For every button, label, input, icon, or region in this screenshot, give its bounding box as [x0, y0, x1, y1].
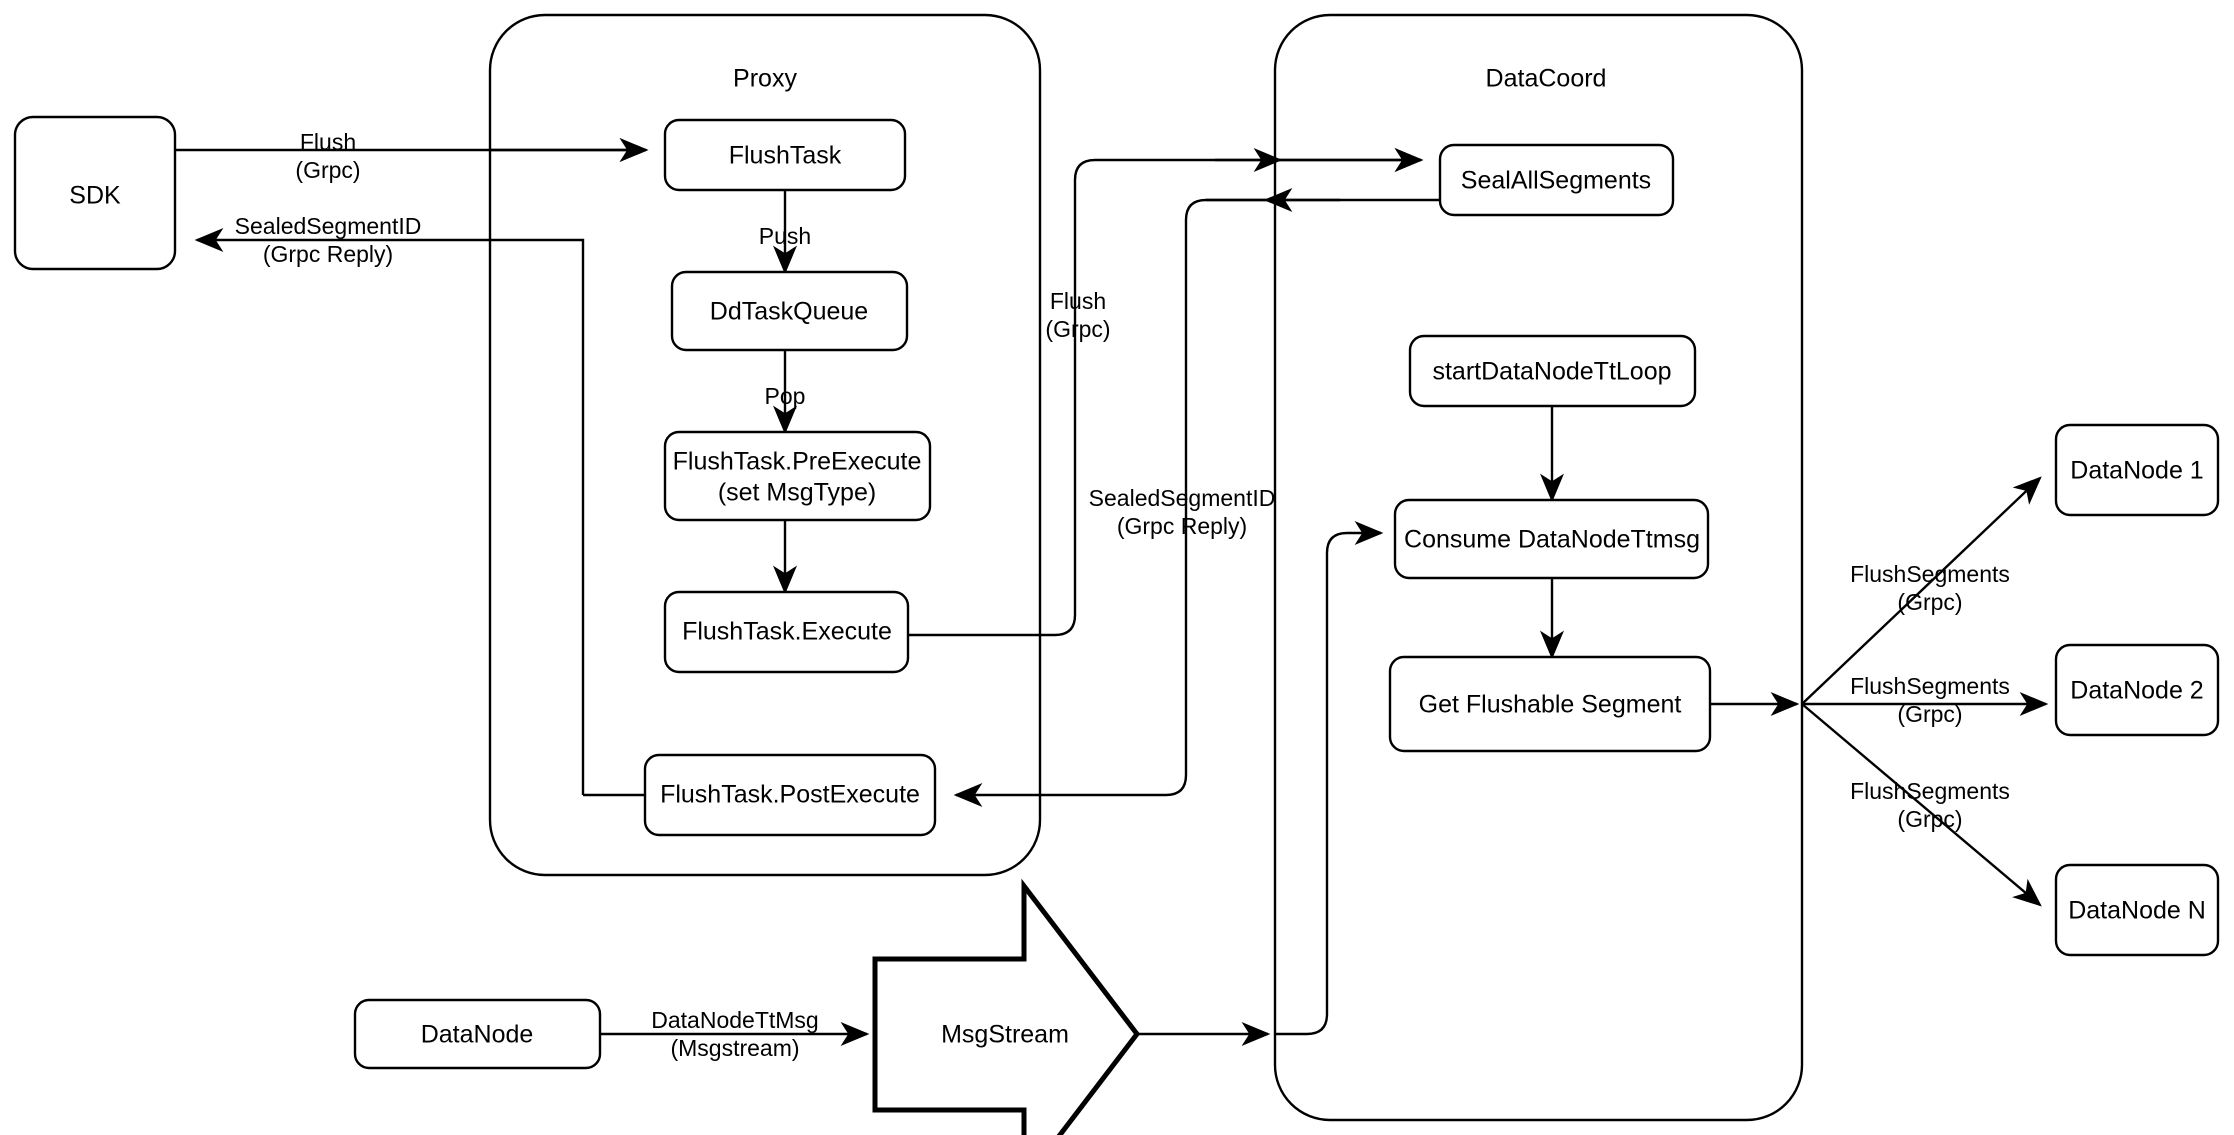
ddtaskqueue-box[interactable]: [670, 270, 909, 352]
consume-datanodettmsg-box[interactable]: [1393, 498, 1710, 580]
execute-box[interactable]: [663, 590, 910, 674]
consume-datanodettmsg-label: Consume DataNodeTtmsg: [1404, 526, 1700, 554]
edge-sealed-reply-label-line2: (Grpc Reply): [263, 241, 393, 267]
edge-flush-grpc-label-line1: Flush: [1050, 288, 1106, 314]
ddtaskqueue-label: DdTaskQueue: [710, 298, 868, 326]
container-datacoord: DataCoord: [1273, 13, 1804, 1122]
node-datanode-2[interactable]: DataNode 2: [2054, 643, 2220, 737]
datacoord-boundary: [1273, 13, 1804, 1122]
postexecute-label: FlushTask.PostExecute: [660, 781, 920, 809]
node-execute[interactable]: FlushTask.Execute: [663, 590, 910, 674]
edge-queue-pop: Pop: [765, 350, 806, 435]
msgstream-arrow-shape[interactable]: [872, 878, 1141, 1135]
edge-junction-to-datanode2: FlushSegments (Grpc): [1802, 673, 2049, 727]
edge-msgstream-to-consume: [1113, 521, 1384, 1046]
edge-pop-label: Pop: [765, 383, 806, 409]
edge-proxy-to-sdk: SealedSegmentID (Grpc Reply): [194, 213, 645, 797]
edge-flushtask-push: Push: [759, 190, 811, 275]
edge-flushsegmentsn-label-line2: (Grpc): [1897, 806, 1962, 832]
preexecute-label-line1: FlushTask.PreExecute: [673, 448, 922, 476]
edge-sealed-grpc-label-line1: SealedSegmentID: [1089, 485, 1276, 511]
node-datanode-n[interactable]: DataNode N: [2054, 863, 2220, 957]
node-flushtask[interactable]: FlushTask: [663, 118, 907, 192]
datanode-bottom-box[interactable]: [353, 998, 602, 1070]
flushtask-box[interactable]: [663, 118, 907, 192]
edge-sealed-reply-label-line1: SealedSegmentID: [235, 213, 422, 239]
node-msgstream[interactable]: MsgStream: [872, 878, 1141, 1135]
node-postexecute[interactable]: FlushTask.PostExecute: [643, 753, 937, 837]
edge-flush-grpc-label-line2: (Grpc): [1045, 316, 1110, 342]
edge-sdk-to-flushtask: Flush (Grpc): [175, 129, 649, 183]
node-ddtaskqueue[interactable]: DdTaskQueue: [670, 270, 909, 352]
edge-flushsegments1-label-line1: FlushSegments: [1850, 561, 2010, 587]
node-preexecute[interactable]: FlushTask.PreExecute (set MsgType): [663, 430, 932, 522]
node-consume-datanodettmsg[interactable]: Consume DataNodeTtmsg: [1393, 498, 1710, 580]
datanode-1-label: DataNode 1: [2070, 457, 2203, 485]
edge-sealed-grpc-label-line2: (Grpc Reply): [1117, 513, 1247, 539]
startdatanodettloop-box[interactable]: [1408, 334, 1697, 408]
get-flushable-segment-label: Get Flushable Segment: [1419, 691, 1682, 719]
edge-datanodettmsg-label-line1: DataNodeTtMsg: [651, 1007, 818, 1033]
node-startdatanodettloop[interactable]: startDataNodeTtLoop: [1408, 334, 1697, 408]
edge-exec-to-sealall: Flush (Grpc): [908, 148, 1424, 637]
edge-junction-to-datanoden: FlushSegments (Grpc): [1801, 703, 2042, 907]
edge-flushsegments2-label-line1: FlushSegments: [1850, 673, 2010, 699]
msgstream-label: MsgStream: [941, 1021, 1069, 1049]
execute-label: FlushTask.Execute: [682, 618, 892, 646]
edge-sealall-to-postexecute: SealedSegmentID (Grpc Reply): [953, 198, 1440, 807]
edge-datanodettmsg-label-line2: (Msgstream): [670, 1035, 799, 1061]
get-flushable-segment-box[interactable]: [1388, 655, 1712, 753]
edge-flushsegmentsn-label-line1: FlushSegments: [1850, 778, 2010, 804]
datanode-2-box[interactable]: [2054, 643, 2220, 737]
node-sdk[interactable]: SDK: [13, 115, 177, 271]
proxy-title: Proxy: [733, 65, 797, 93]
startdatanodettloop-label: startDataNodeTtLoop: [1432, 358, 1671, 386]
node-sealallsegments[interactable]: SealAllSegments: [1438, 143, 1675, 217]
proxy-boundary: [488, 13, 1042, 877]
edge-flush-label-line2: (Grpc): [295, 157, 360, 183]
sealallsegments-box[interactable]: [1438, 143, 1675, 217]
datanode-n-box[interactable]: [2054, 863, 2220, 957]
sealallsegments-label: SealAllSegments: [1461, 167, 1651, 195]
node-datanode-bottom[interactable]: DataNode: [353, 998, 602, 1070]
edge-push-label: Push: [759, 223, 811, 249]
datanode-1-box[interactable]: [2054, 423, 2220, 517]
datacoord-title: DataCoord: [1486, 65, 1607, 93]
datanode-2-label: DataNode 2: [2070, 677, 2203, 705]
datanode-n-label: DataNode N: [2068, 897, 2206, 925]
sdk-label: SDK: [69, 182, 121, 210]
container-proxy: Proxy: [488, 13, 1042, 877]
flushtask-label: FlushTask: [729, 142, 842, 170]
sdk-box[interactable]: [13, 115, 177, 271]
edge-flushsegments1-label-line2: (Grpc): [1897, 589, 1962, 615]
node-get-flushable-segment[interactable]: Get Flushable Segment: [1388, 655, 1712, 753]
datanode-bottom-label: DataNode: [421, 1021, 534, 1049]
edge-junction-to-datanode1: FlushSegments (Grpc): [1801, 476, 2042, 705]
edge-flush-label-line1: Flush: [300, 129, 356, 155]
node-datanode-1[interactable]: DataNode 1: [2054, 423, 2220, 517]
edge-datanode-to-msgstream: DataNodeTtMsg (Msgstream): [600, 1007, 870, 1061]
edge-flushsegments2-label-line2: (Grpc): [1897, 701, 1962, 727]
postexecute-box[interactable]: [643, 753, 937, 837]
preexecute-label-line2: (set MsgType): [718, 479, 876, 507]
preexecute-box[interactable]: [663, 430, 932, 522]
